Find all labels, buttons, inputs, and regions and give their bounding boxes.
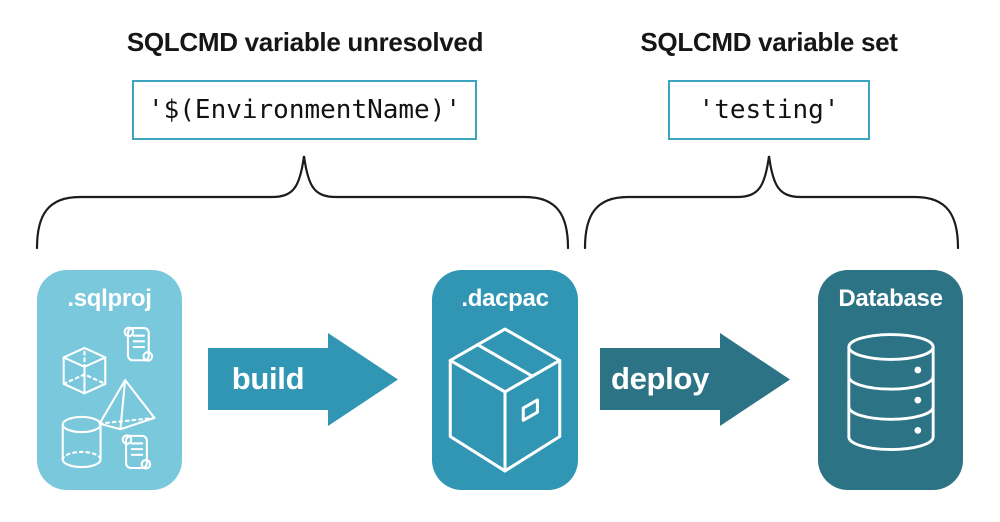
script-icon bbox=[123, 326, 153, 362]
stage-label-database: Database bbox=[838, 285, 943, 312]
sql-project-shapes-icon bbox=[61, 326, 155, 470]
annotation-title-unresolved: SQLCMD variable unresolved bbox=[126, 27, 484, 57]
cube-icon bbox=[62, 346, 106, 395]
brace-left-icon bbox=[35, 155, 570, 250]
stage-card-database: Database bbox=[818, 270, 963, 490]
value-box-environment-name: '$(EnvironmentName)' bbox=[132, 80, 477, 140]
database-cylinder-icon bbox=[846, 333, 935, 451]
stage-card-sqlproj: .sqlproj bbox=[37, 270, 182, 490]
deploy-arrow-label: deploy bbox=[610, 361, 710, 396]
cylinder-icon bbox=[61, 415, 102, 469]
brace-right-icon bbox=[583, 155, 960, 250]
value-box-testing: 'testing' bbox=[668, 80, 870, 140]
build-arrow-icon bbox=[208, 333, 398, 426]
stage-label-sqlproj: .sqlproj bbox=[67, 285, 152, 312]
package-box-icon bbox=[448, 327, 562, 473]
sqlcmd-variable-placeholder-text: '$(EnvironmentName)' bbox=[147, 95, 462, 125]
stage-card-dacpac: .dacpac bbox=[432, 270, 578, 490]
stage-label-dacpac: .dacpac bbox=[461, 285, 549, 312]
pyramid-icon bbox=[98, 379, 155, 431]
script-icon bbox=[121, 434, 151, 470]
build-arrow-label: build bbox=[231, 361, 305, 396]
sqlcmd-variable-value-text: 'testing' bbox=[698, 95, 840, 125]
annotation-title-set: SQLCMD variable set bbox=[640, 27, 898, 57]
deploy-arrow-icon bbox=[600, 333, 790, 426]
